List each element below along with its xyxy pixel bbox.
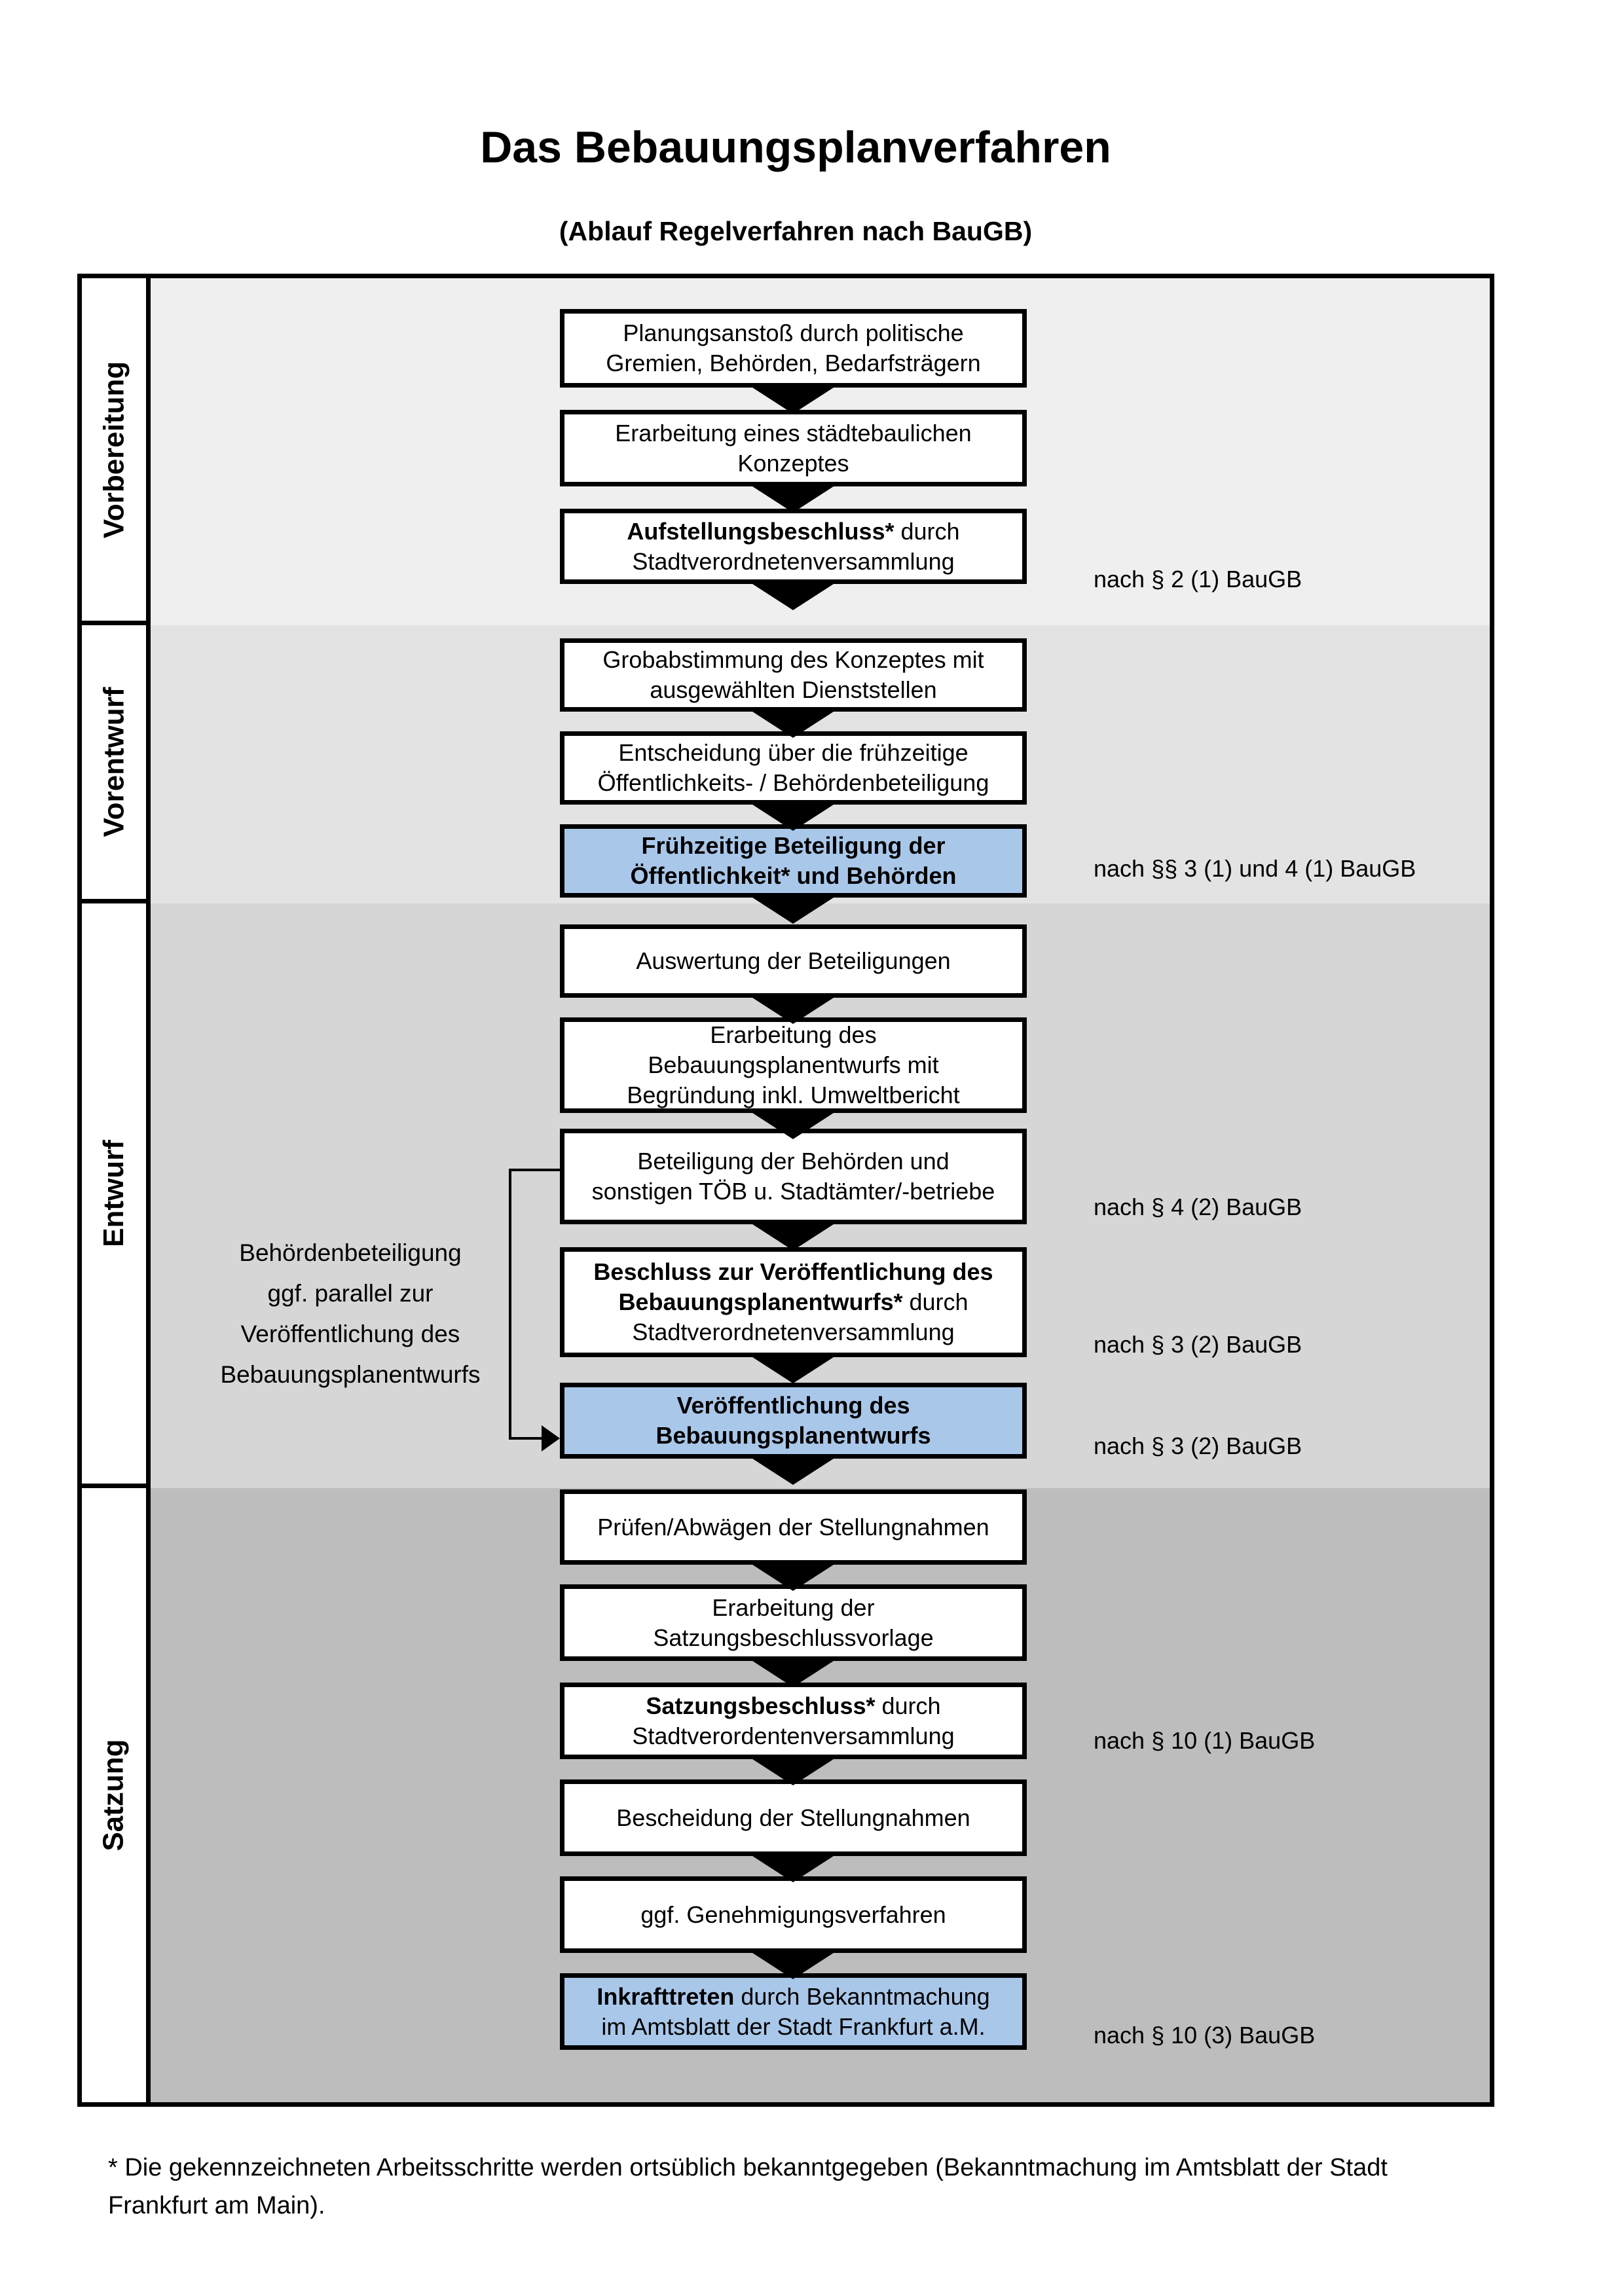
step-box-pruefen-abwaegen: Prüfen/Abwägen der Stellungnahmen — [560, 1489, 1027, 1565]
law-reference: nach § 10 (1) BauGB — [1094, 1727, 1316, 1754]
step-box-behoerdenbeteiligung: Beteiligung der Behörden und sonstigen T… — [560, 1129, 1027, 1224]
page-subtitle: (Ablauf Regelverfahren nach BauGB) — [559, 216, 1033, 246]
footnote: * Die gekennzeichneten Arbeitsschritte w… — [108, 2154, 1388, 2219]
step-box-veroeffentlichungsbeschluss: Beschluss zur Veröffentlichung des Bebau… — [560, 1247, 1027, 1357]
parallel-participation-note: Behördenbeteiligung ggf. parallel zur Ve… — [220, 1239, 481, 1388]
step-text: durch Stadtverordnetenversammlung — [632, 1288, 969, 1345]
step-box-satzungsbeschluss: Satzungsbeschluss* durch Stadtverordente… — [560, 1683, 1027, 1759]
step-text-bold: Veröffentlichung des Bebauungsplanentwur… — [655, 1392, 931, 1449]
step-box-satzungsbeschlussvorlage: Erarbeitung der Satzungsbeschlussvorlage — [560, 1584, 1027, 1661]
step-box-erarbeitung-entwurf: Erarbeitung des Bebauungsplanentwurfs mi… — [560, 1017, 1027, 1113]
flow-arrow-icon — [750, 803, 836, 831]
flow-arrow-icon — [750, 1112, 836, 1139]
parallel-connector-top-line — [509, 1169, 560, 1171]
step-text: Grobabstimmung des Konzeptes mit ausgewä… — [602, 646, 984, 703]
step-text: durch Stadtverordentenversammlung — [632, 1692, 955, 1749]
step-text: durch Bekanntmachung im Amtsblatt der St… — [601, 1982, 990, 2040]
flow-arrow-icon — [750, 386, 836, 414]
step-box-auswertung: Auswertung der Beteiligungen — [560, 924, 1027, 998]
step-text: Erarbeitung eines städtebaulichen Konzep… — [615, 419, 972, 477]
flow-arrow-icon — [750, 1952, 836, 1979]
phase-label-entwurf: Entwurf — [82, 903, 151, 1488]
flow-arrow-icon — [750, 1563, 836, 1591]
step-text-bold: Frühzeitige Beteiligung der Öffentlichke… — [630, 832, 957, 889]
step-text: durch Stadtverordnetenversammlung — [632, 517, 960, 575]
flow-arrow-icon — [750, 1356, 836, 1383]
step-text-bold: Aufstellungsbeschluss* — [627, 517, 895, 545]
flow-arrow-icon — [750, 1223, 836, 1250]
step-text-bold: Satzungsbeschluss* — [646, 1692, 876, 1719]
step-box-planungsanstoss: Planungsanstoß durch politische Gremien,… — [560, 309, 1027, 388]
step-box-genehmigungsverfahren: ggf. Genehmigungsverfahren — [560, 1876, 1027, 1953]
step-box-veroeffentlichung: Veröffentlichung des Bebauungsplanentwur… — [560, 1383, 1027, 1459]
parallel-connector-bottom-line — [509, 1437, 543, 1440]
law-reference: nach § 2 (1) BauGB — [1094, 566, 1302, 592]
step-box-fruehzeitige-beteiligung: Frühzeitige Beteiligung der Öffentlichke… — [560, 824, 1027, 898]
step-box-inkrafttreten: Inkrafttreten durch Bekanntmachung im Am… — [560, 1973, 1027, 2050]
step-text: Erarbeitung des Bebauungsplanentwurfs mi… — [627, 1021, 960, 1108]
flow-arrow-icon — [750, 1855, 836, 1882]
phase-label-text: Satzung — [98, 1739, 130, 1851]
law-reference: nach § 4 (2) BauGB — [1094, 1194, 1302, 1220]
law-reference: nach §§ 3 (1) und 4 (1) BauGB — [1094, 855, 1416, 882]
phase-label-text: Vorbereitung — [98, 361, 130, 538]
step-box-entscheidung: Entscheidung über die frühzeitige Öffent… — [560, 731, 1027, 805]
flow-arrow-icon — [750, 1457, 836, 1485]
law-reference: nach § 3 (2) BauGB — [1094, 1432, 1302, 1459]
step-text: Beteiligung der Behörden und sonstigen T… — [591, 1148, 995, 1205]
step-box-bescheidung: Bescheidung der Stellungnahmen — [560, 1779, 1027, 1856]
flowchart-frame: Vorbereitung Vorentwurf Entwurf Satzung … — [77, 274, 1494, 2107]
phase-label-text: Vorentwurf — [98, 687, 130, 837]
step-text: Auswertung der Beteiligungen — [636, 947, 951, 974]
step-text: Erarbeitung der Satzungsbeschlussvorlage — [653, 1594, 934, 1651]
step-box-konzept: Erarbeitung eines städtebaulichen Konzep… — [560, 410, 1027, 486]
step-text-bold: Inkrafttreten — [597, 1982, 735, 2010]
flow-arrow-icon — [750, 1758, 836, 1785]
step-text: ggf. Genehmigungsverfahren — [640, 1901, 946, 1928]
step-text: Entscheidung über die frühzeitige Öffent… — [597, 739, 989, 796]
step-text: Bescheidung der Stellungnahmen — [616, 1804, 970, 1831]
step-box-aufstellungsbeschluss: Aufstellungsbeschluss* durch Stadtverord… — [560, 509, 1027, 584]
step-text: Prüfen/Abwägen der Stellungnahmen — [597, 1513, 989, 1540]
flow-arrow-icon — [750, 583, 836, 610]
flow-arrow-icon — [750, 485, 836, 513]
parallel-connector-vertical-line — [509, 1169, 511, 1440]
phase-label-vorbereitung: Vorbereitung — [82, 278, 151, 625]
flow-arrow-icon — [750, 710, 836, 738]
step-text-bold: Beschluss zur Veröffentlichung des Bebau… — [593, 1258, 993, 1315]
flow-arrow-icon — [750, 896, 836, 924]
phase-label-vorentwurf: Vorentwurf — [82, 625, 151, 903]
page-title: Das Bebauungsplanverfahren — [480, 122, 1111, 172]
step-box-grobabstimmung: Grobabstimmung des Konzeptes mit ausgewä… — [560, 638, 1027, 712]
law-reference: nach § 3 (2) BauGB — [1094, 1331, 1302, 1358]
parallel-connector-arrow-icon — [542, 1425, 560, 1451]
flow-arrow-icon — [750, 1660, 836, 1687]
flow-arrow-icon — [750, 996, 836, 1024]
law-reference: nach § 10 (3) BauGB — [1094, 2022, 1316, 2049]
phase-label-text: Entwurf — [98, 1140, 130, 1247]
step-text: Planungsanstoß durch politische Gremien,… — [606, 319, 981, 376]
phase-label-satzung: Satzung — [82, 1488, 151, 2102]
